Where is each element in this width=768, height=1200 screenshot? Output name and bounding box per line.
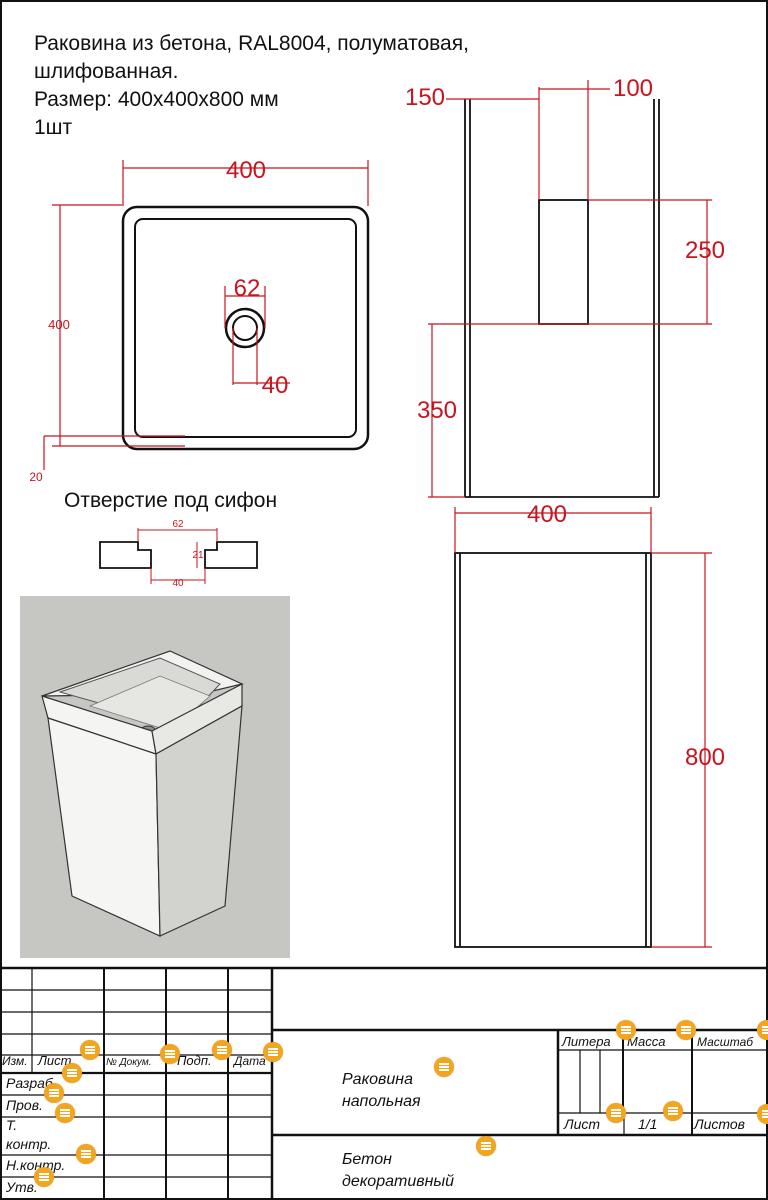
siphon-dim-outer: 62 (172, 519, 184, 530)
siphon-dim-depth: 21 (192, 550, 204, 561)
comment-marker[interactable] (663, 1101, 683, 1121)
dim-hole-outer: 62 (234, 275, 261, 302)
tb-material-line-2: декоративный (342, 1173, 454, 1190)
comment-marker[interactable] (212, 1040, 232, 1060)
comment-marker[interactable] (676, 1020, 696, 1040)
dim-section-250: 250 (685, 237, 725, 264)
section-drain-channel (538, 199, 589, 325)
dim-section-100: 100 (613, 75, 653, 102)
comment-marker[interactable] (757, 1104, 768, 1124)
drawing-header: Раковина из бетона, RAL8004, полуматовая… (34, 30, 469, 142)
siphon-detail: Отверстие под сифон 62 40 21 (64, 489, 277, 589)
dim-top-depth: 400 (48, 317, 70, 332)
title-block-text: Изм. Лист № Докум. Подп. Дата Разраб. Пр… (2, 1034, 754, 1195)
tb-name-line-2: напольная (342, 1093, 421, 1110)
comment-marker[interactable] (160, 1044, 180, 1064)
front-view: 400 800 (454, 501, 725, 948)
header-line-2: шлифованная. (34, 60, 179, 83)
dim-section-350: 350 (417, 397, 457, 424)
tb-list-label: Лист (563, 1116, 600, 1132)
tb-row-utv: Утв. (5, 1179, 38, 1195)
header-line-1: Раковина из бетона, RAL8004, полуматовая… (34, 32, 469, 55)
siphon-dim-inner: 40 (172, 578, 184, 589)
tb-col-izm: Изм. (2, 1054, 28, 1068)
sink-outer-edge (121, 205, 370, 451)
top-view: 400 400 20 62 40 (29, 157, 370, 484)
comment-marker[interactable] (80, 1040, 100, 1060)
siphon-right-section (204, 541, 258, 569)
drain-hole-inner (232, 315, 258, 341)
dim-front-width: 400 (527, 501, 567, 528)
dim-hole-inner: 40 (262, 372, 289, 399)
comment-marker[interactable] (606, 1103, 626, 1123)
dim-section-150: 150 (405, 84, 445, 111)
tb-row-tkontr-1: Т. (6, 1117, 17, 1133)
tb-row-prov: Пров. (6, 1097, 43, 1113)
render-image (20, 596, 290, 958)
comment-marker[interactable] (55, 1103, 75, 1123)
dim-top-width: 400 (226, 157, 266, 184)
comment-marker[interactable] (616, 1020, 636, 1040)
drain-hole-outer (224, 307, 266, 349)
tb-col-data: Дата (232, 1054, 266, 1068)
tb-name-line-1: Раковина (342, 1071, 413, 1088)
tb-listov-label: Листов (693, 1116, 745, 1132)
tb-list-value: 1/1 (638, 1116, 657, 1132)
pedestal-sink-render (41, 650, 244, 937)
comment-marker[interactable] (34, 1167, 54, 1187)
tb-row-razrab: Разраб. (6, 1075, 57, 1091)
tb-material-line-1: Бетон (342, 1151, 392, 1168)
comment-marker[interactable] (76, 1144, 96, 1164)
tb-litera: Литера (561, 1034, 611, 1049)
sink-inner-edge (134, 218, 357, 438)
tb-massa: Масса (627, 1034, 665, 1049)
siphon-title: Отверстие под сифон (64, 489, 277, 512)
tb-row-tkontr-2: контр. (6, 1136, 51, 1152)
comment-marker[interactable] (44, 1083, 64, 1103)
header-line-3: Размер: 400х400х800 мм (34, 88, 279, 111)
front-outline (454, 552, 652, 948)
section-view: 150 100 250 350 (405, 75, 725, 498)
comment-marker[interactable] (263, 1042, 283, 1062)
tb-masshtab: Масштаб (697, 1035, 754, 1049)
comment-marker[interactable] (757, 1020, 768, 1040)
siphon-left-section (99, 541, 152, 569)
comment-marker[interactable] (476, 1136, 496, 1156)
dim-front-height: 800 (685, 744, 725, 771)
tb-col-podp: Подп. (177, 1053, 212, 1068)
tb-col-list: Лист (37, 1053, 72, 1068)
dim-top-rim: 20 (29, 470, 43, 484)
comment-marker[interactable] (62, 1063, 82, 1083)
comment-marker[interactable] (434, 1057, 454, 1077)
header-line-4: 1шт (34, 116, 73, 139)
tb-col-docum: № Докум. (106, 1057, 152, 1068)
